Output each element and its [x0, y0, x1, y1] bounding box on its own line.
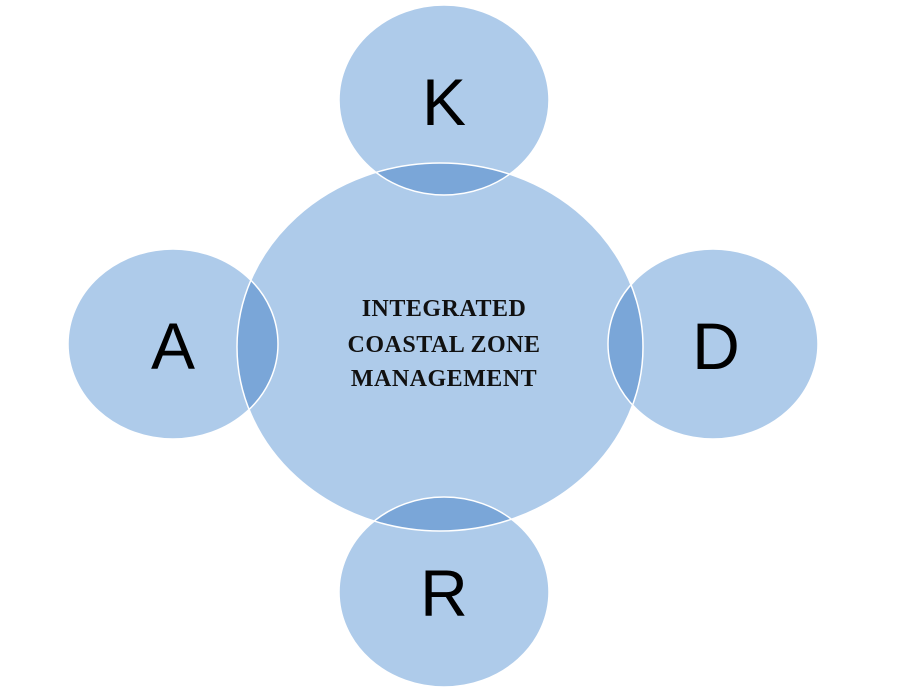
circle-hub [237, 163, 643, 531]
hub-title-line-1: INTEGRATED [362, 296, 527, 322]
hub-title-line-3: MANAGEMENT [351, 366, 537, 392]
label-top-k: K [422, 65, 466, 139]
outline-left [67, 248, 279, 440]
circle-right [608, 249, 818, 439]
outline-top [338, 4, 550, 196]
circle-top [339, 5, 549, 195]
circle-left [68, 249, 278, 439]
outline-right [607, 248, 819, 440]
outline-hub [236, 162, 644, 532]
hub-title-line-2: COASTAL ZONE [348, 332, 541, 358]
label-right-d: D [692, 309, 740, 383]
circle-bottom [339, 497, 549, 687]
label-left-a: A [151, 309, 195, 383]
label-bottom-r: R [420, 556, 468, 630]
outline-bottom [338, 496, 550, 688]
